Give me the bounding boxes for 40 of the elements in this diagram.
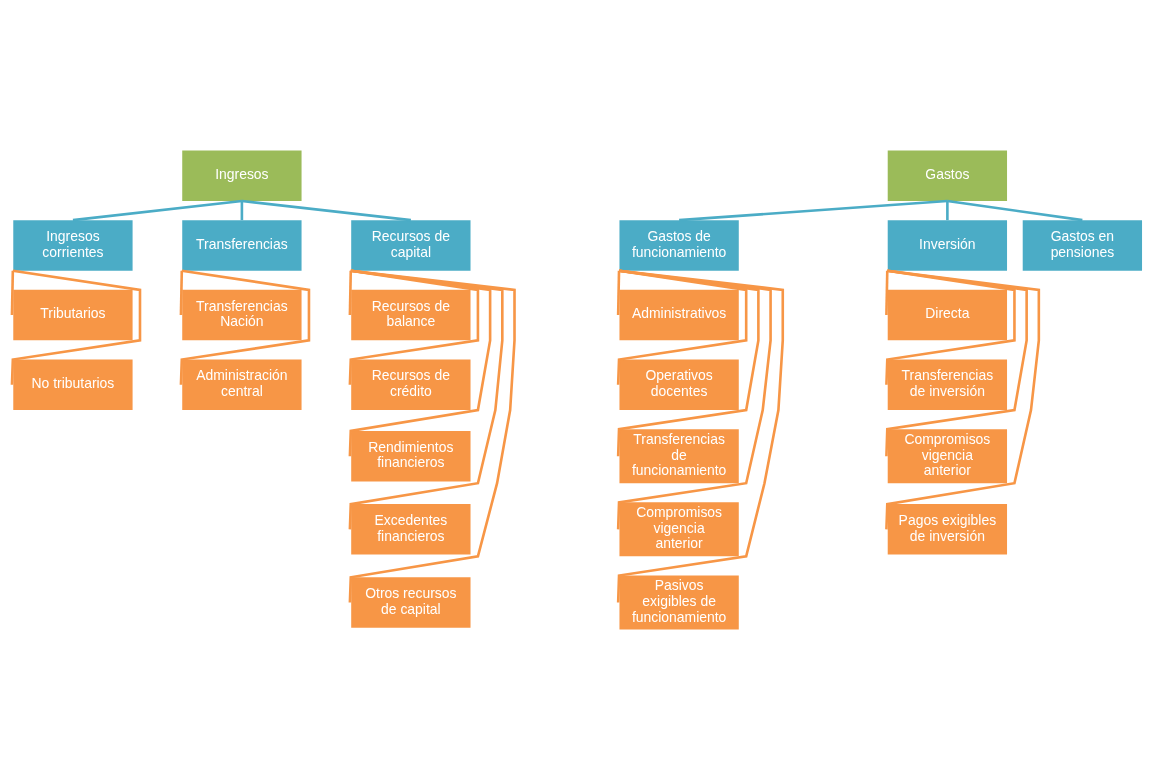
node-box: Gastos de funcionamiento [619,220,739,271]
node-box: Recursos de crédito [351,359,471,411]
connector [240,201,244,221]
node-box: Recursos de balance [351,289,471,341]
node-box: Inversión [887,220,1008,271]
connector [10,270,15,316]
connector [10,269,142,385]
node-box: Otros recursos de capital [351,577,471,628]
connector [885,269,1016,385]
node-box: Transferencias [182,220,302,271]
node-box: Ingresos [182,150,302,201]
node-box: Pasivos exigibles de funcionamiento [619,575,739,630]
connector [616,269,748,385]
connector [616,270,621,316]
connector [947,199,1083,222]
node-box: Ingresos corrientes [13,220,133,271]
node-box: Compromisos vigencia anterior [619,502,739,557]
node-box: Directa [887,289,1008,341]
node-box: Administrativos [619,289,739,341]
connector [679,199,948,222]
connector [348,270,353,316]
node-box: Transferencias de inversión [887,359,1008,411]
connector [885,270,889,316]
connector [946,201,949,221]
node-box: Gastos en pensiones [1022,220,1143,271]
node-box: Recursos de capital [351,220,471,271]
node-box: Administración central [182,359,302,411]
node-box: Rendimientos financieros [351,430,471,482]
connector [72,199,243,222]
node-box: Pagos exigibles de inversión [887,504,1008,555]
connector [241,199,411,222]
node-box: Transferencias de funcionamiento [619,429,739,484]
node-box: Compromisos vigencia anterior [887,429,1008,484]
node-box: Transferencias Nación [182,289,302,341]
node-box: Operativos docentes [619,359,739,411]
node-box: No tributarios [13,359,133,411]
node-box: Tributarios [13,289,133,341]
node-box: Excedentes financieros [351,504,471,555]
node-box: Gastos [887,150,1008,201]
connector [179,270,184,316]
